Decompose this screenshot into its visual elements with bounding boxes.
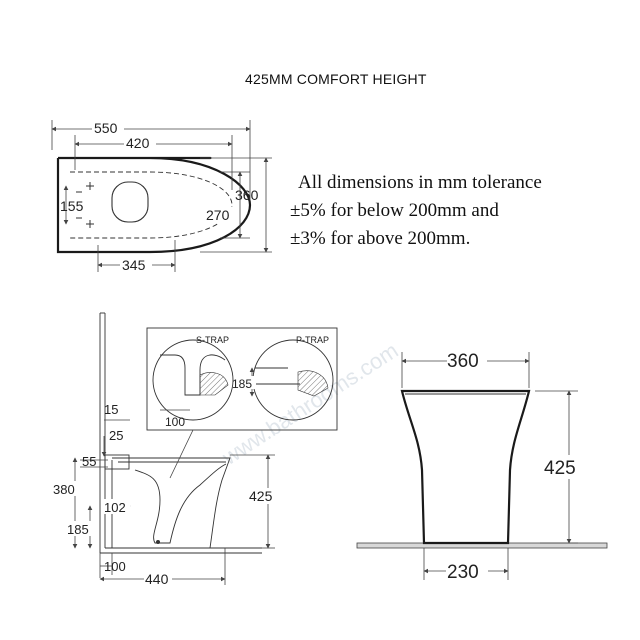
dim-185-inset: 185 bbox=[232, 377, 252, 391]
top-view: 550 420 360 270 155 345 bbox=[51, 120, 272, 273]
pan-body-front bbox=[400, 389, 531, 545]
diagram-title: 425MM COMFORT HEIGHT bbox=[245, 71, 427, 87]
s-trap-detail bbox=[152, 339, 234, 421]
dim-425-side: 425 bbox=[249, 488, 273, 504]
dim-155: 155 bbox=[60, 198, 84, 214]
dim-25: 25 bbox=[109, 428, 123, 443]
dim-345: 345 bbox=[122, 257, 146, 273]
top-view-outlet bbox=[111, 181, 149, 223]
tolerance-note: All dimensions in mm tolerance ±5% for b… bbox=[290, 172, 542, 249]
dim-100-inset: 100 bbox=[165, 415, 185, 429]
s-trap-label: S-TRAP bbox=[196, 335, 229, 345]
top-view-inner-rim bbox=[70, 171, 233, 239]
dim-15: 15 bbox=[104, 402, 118, 417]
dim-360-front: 360 bbox=[447, 351, 479, 372]
dim-550: 550 bbox=[94, 120, 118, 136]
side-view: S-TRAP P-TRAP 185 100 15 25 55 380 102 bbox=[52, 312, 338, 587]
dim-185: 185 bbox=[67, 522, 89, 537]
tolerance-line-3: ±3% for above 200mm. bbox=[290, 228, 470, 249]
tolerance-line-2: ±5% for below 200mm and bbox=[290, 200, 499, 221]
dim-100-base: 100 bbox=[104, 559, 126, 574]
dim-230: 230 bbox=[447, 562, 479, 583]
pan-body-side bbox=[111, 457, 231, 549]
dim-380: 380 bbox=[53, 482, 75, 497]
tolerance-line-1: All dimensions in mm tolerance bbox=[298, 172, 542, 193]
inset-leader bbox=[169, 429, 194, 479]
p-trap-label: P-TRAP bbox=[296, 335, 329, 345]
dim-360-top: 360 bbox=[235, 187, 259, 203]
dim-102: 102 bbox=[104, 500, 126, 515]
pan-trapway bbox=[134, 463, 227, 544]
dim-420: 420 bbox=[126, 135, 150, 151]
dim-425-front: 425 bbox=[544, 458, 576, 479]
fixing-holes bbox=[76, 182, 94, 228]
watermark-text: www.bathrooms.com bbox=[217, 338, 403, 471]
front-view: 360 425 230 bbox=[356, 350, 608, 583]
dim-55: 55 bbox=[82, 454, 96, 469]
trap-detail-inset bbox=[146, 327, 338, 431]
dim-270: 270 bbox=[206, 207, 230, 223]
dim-440: 440 bbox=[145, 571, 169, 587]
